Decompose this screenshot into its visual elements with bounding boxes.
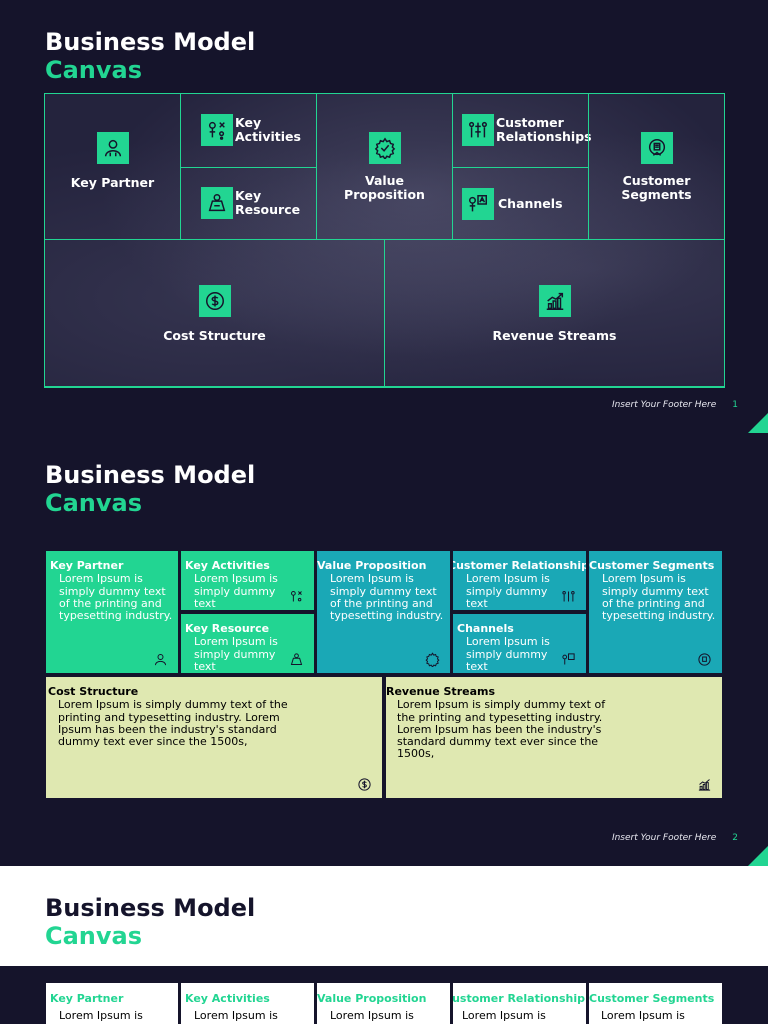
box-value-proposition: Value Proposition Lorem Ipsum is simply … xyxy=(317,551,450,673)
resource-icon xyxy=(201,187,233,219)
cell-customer-relationships: Customer Relationships xyxy=(452,93,592,168)
cell-value-proposition: Value Proposition xyxy=(316,93,453,240)
partner-icon xyxy=(96,132,129,164)
box-customer-relationship: Customer Relationship Lorem Ipsum is xyxy=(453,983,586,1024)
box-revenue-streams: Revenue Streams Lorem Ipsum is simply du… xyxy=(386,677,722,798)
activities-icon xyxy=(201,114,233,146)
resource-icon xyxy=(290,653,303,665)
box-channels: Channels Lorem Ipsum is simply dummy tex… xyxy=(453,614,586,673)
cell-customer-segments: Customer Segments xyxy=(588,93,725,240)
cell-key-activities: Key Activities xyxy=(180,93,317,168)
corner-accent xyxy=(748,846,768,866)
value-icon xyxy=(368,132,401,164)
cell-cost-structure: Cost Structure xyxy=(44,239,385,388)
relationship-icon xyxy=(462,114,494,146)
cell-key-partner: Key Partner xyxy=(44,93,181,240)
box-cost-structure: Cost Structure Lorem Ipsum is simply dum… xyxy=(46,677,382,798)
segments-icon xyxy=(640,132,673,164)
activities-icon xyxy=(291,591,302,602)
box-key-activities: Key Activities Lorem Ipsum is simply dum… xyxy=(181,551,314,610)
box-value-proposition: Value Proposition Lorem Ipsum is xyxy=(317,983,450,1024)
box-customer-relationship: Customer Relationship Lorem Ipsum is sim… xyxy=(453,551,586,610)
slide-1-title: Business Model Canvas xyxy=(45,28,256,84)
box-key-partner: Key Partner Lorem Ipsum is xyxy=(46,983,178,1024)
slide-2-title: Business Model Canvas xyxy=(45,461,256,517)
channels-icon xyxy=(562,653,575,665)
slide-3-title: Business Model Canvas xyxy=(45,894,256,950)
cost-icon xyxy=(358,778,371,791)
channels-icon xyxy=(462,188,494,220)
relationship-icon xyxy=(562,591,575,602)
segments-icon xyxy=(698,653,711,666)
box-key-activities: Key Activities Lorem Ipsum is xyxy=(181,983,314,1024)
cell-revenue-streams: Revenue Streams xyxy=(384,239,725,388)
slide-1: Business Model Canvas Key Partner Key Ac… xyxy=(0,0,768,433)
box-customer-segments: Customer Segments Lorem Ipsum is xyxy=(589,983,722,1024)
partner-icon xyxy=(155,654,166,666)
revenue-icon xyxy=(698,779,711,791)
cost-icon xyxy=(198,285,231,317)
box-key-resource: Key Resource Lorem Ipsum is simply dummy… xyxy=(181,614,314,673)
canvas-grid: Key Partner Key Activities Key Resource xyxy=(44,93,725,388)
revenue-icon xyxy=(538,285,571,317)
cell-channels: Channels xyxy=(452,167,589,240)
cell-key-resource: Key Resource xyxy=(180,167,317,240)
box-key-partner: Key Partner Lorem Ipsum is simply dummy … xyxy=(46,551,178,673)
corner-accent xyxy=(748,413,768,433)
box-customer-segments: Customer Segments Lorem Ipsum is simply … xyxy=(589,551,722,673)
value-icon xyxy=(425,652,440,667)
